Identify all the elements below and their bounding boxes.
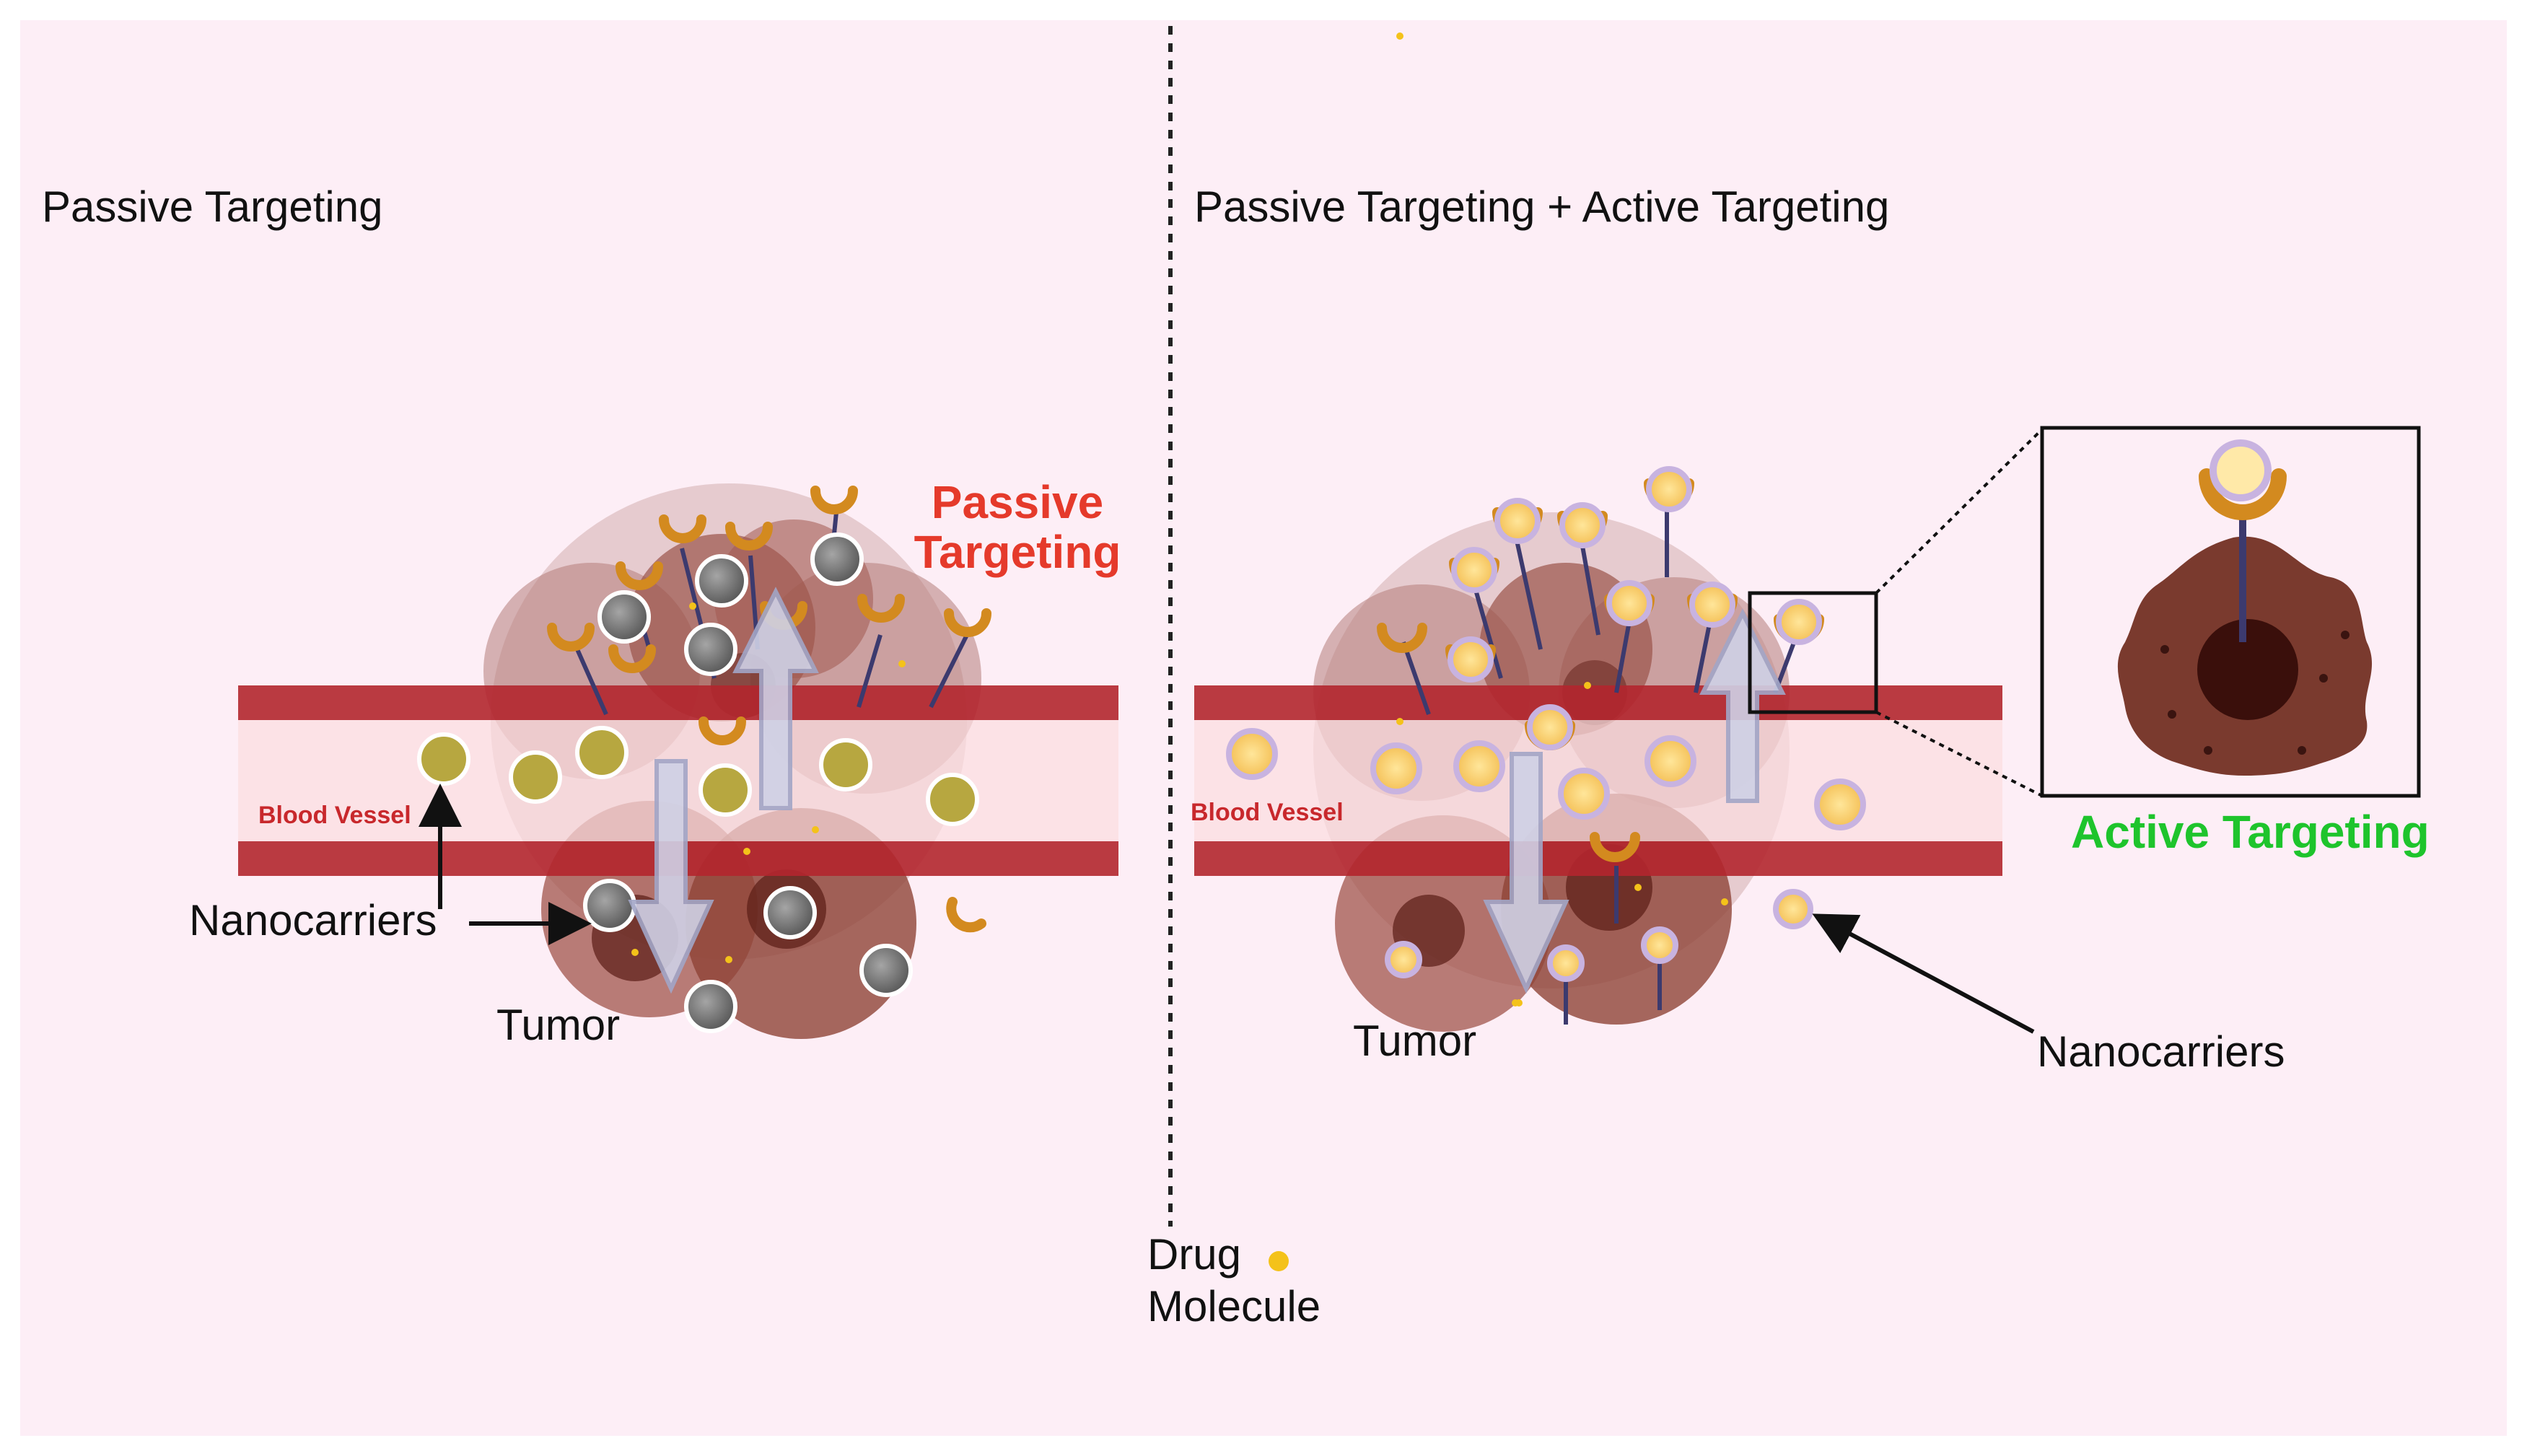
left-receptor-heads: [547, 486, 991, 933]
legend-drug-label: Drug: [1147, 1230, 1242, 1279]
right-transport-arrows: [1483, 608, 1786, 994]
right-panel-heading: Passive Targeting + Active Targeting: [1194, 183, 1890, 231]
inset-receptor: [2199, 468, 2287, 520]
right-drug-dots: [1396, 682, 1728, 1007]
left-panel-heading: Passive Targeting: [42, 183, 383, 231]
active-targeting-label: Active Targeting: [2071, 806, 2430, 858]
left-gray-nanocarriers: [583, 532, 913, 1033]
left-transport-arrows: [628, 587, 819, 994]
legend-molecule-label: Molecule: [1147, 1282, 1321, 1330]
left-nanocarriers-label: Nanocarriers: [189, 896, 437, 944]
right-targeted-nanocarriers: [1226, 466, 1866, 982]
inset-nucleus: [2197, 619, 2298, 720]
passive-label-line2: Targeting: [914, 526, 1121, 579]
right-tumor-label: Tumor: [1353, 1017, 1477, 1065]
inset-nanocarrier: [2210, 439, 2272, 501]
left-drug-dots: [631, 602, 906, 963]
zoom-source-box: [1748, 591, 1878, 714]
zoom-inset: [2040, 426, 2421, 798]
left-tumor-label: Tumor: [496, 1001, 621, 1049]
drug-molecule-swatch: [1269, 1251, 1289, 1271]
passive-targeting-label: Passive Targeting: [898, 476, 1137, 579]
right-nanocarrier-arrow: [1812, 913, 2035, 1034]
passive-label-line1: Passive: [931, 476, 1104, 528]
right-nanocarriers-label: Nanocarriers: [2037, 1027, 2285, 1076]
right-blood-vessel-label: Blood Vessel: [1191, 799, 1344, 826]
left-gold-nanocarriers: [417, 726, 979, 826]
left-blood-vessel-label: Blood Vessel: [258, 802, 411, 829]
